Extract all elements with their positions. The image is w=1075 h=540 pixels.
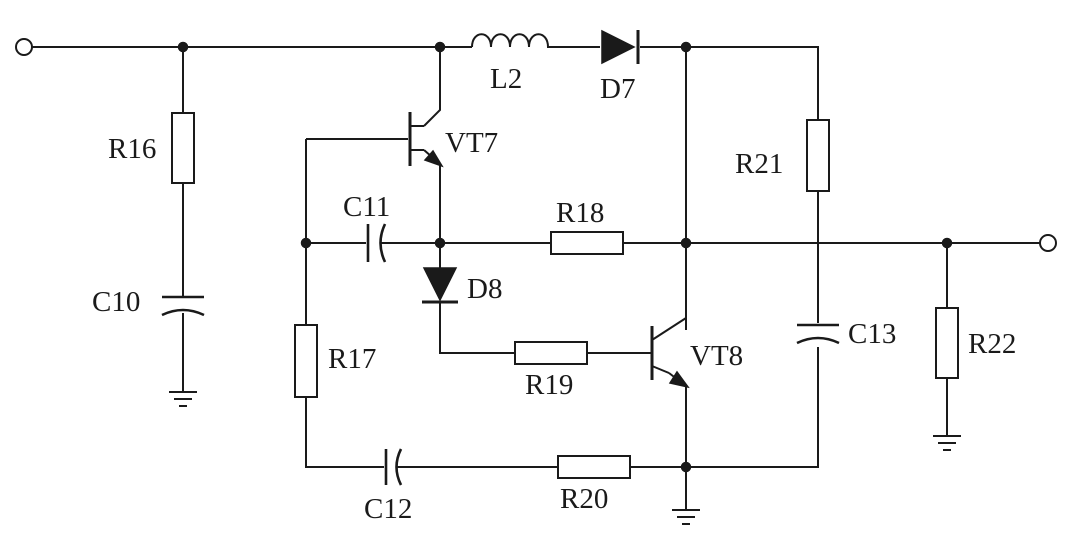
label-c10: C10: [92, 286, 140, 318]
resistor-r16: [171, 112, 195, 184]
label-r21: R21: [735, 148, 783, 180]
label-vt7: VT7: [445, 127, 498, 159]
capacitor-c12: [384, 448, 403, 486]
label-r18: R18: [556, 197, 604, 229]
capacitor-c11: [366, 223, 387, 263]
diode-d7: [601, 29, 640, 65]
resistor-r19: [514, 341, 588, 365]
label-vt8: VT8: [690, 340, 743, 372]
junction-dots: [177, 41, 953, 473]
capacitor-c13: [796, 323, 840, 345]
resistor-r21: [806, 119, 830, 192]
resistor-r18: [550, 231, 624, 255]
input-terminal: [15, 38, 33, 56]
ground-r22: [933, 435, 961, 451]
label-c11: C11: [343, 191, 390, 223]
resistor-r22: [935, 307, 959, 379]
label-r22: R22: [968, 328, 1016, 360]
label-d7: D7: [600, 73, 635, 105]
inductor-l2: [471, 33, 550, 48]
transistor-vt7: [408, 112, 444, 168]
label-r17: R17: [328, 343, 376, 375]
label-l2: L2: [490, 63, 522, 95]
label-d8: D8: [467, 273, 502, 305]
transistor-vt8: [650, 316, 690, 389]
output-terminal: [1039, 234, 1057, 252]
capacitor-c10: [161, 295, 205, 317]
resistor-r20: [557, 455, 631, 479]
ground-vt8: [672, 509, 700, 525]
diode-d8: [422, 267, 458, 304]
label-r19: R19: [525, 369, 573, 401]
resistor-r17: [294, 324, 318, 398]
label-r20: R20: [560, 483, 608, 515]
label-r16: R16: [108, 133, 156, 165]
ground-c10: [169, 391, 197, 407]
label-c12: C12: [364, 493, 412, 525]
label-c13: C13: [848, 318, 896, 350]
